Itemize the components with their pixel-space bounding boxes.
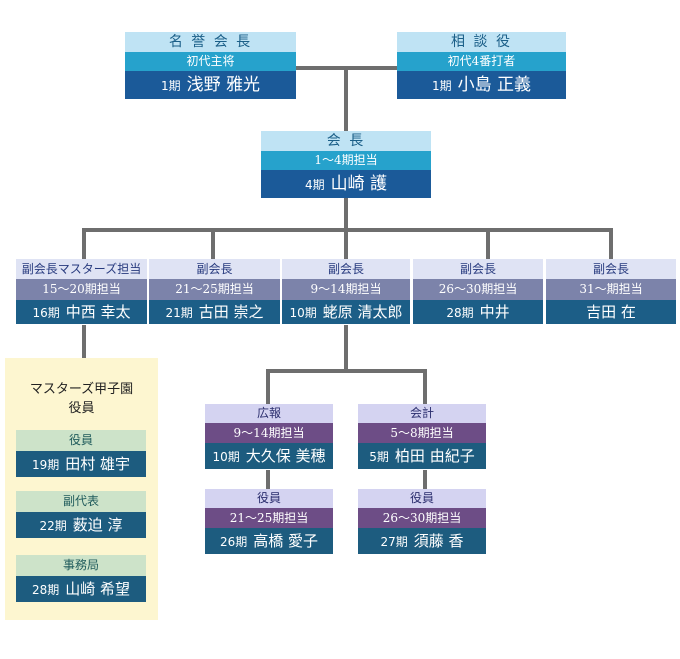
masters-member-name-row: 22期薮迫 淳 <box>16 512 146 538</box>
masters-member-term: 22期 <box>39 519 67 533</box>
staff-box-officer: 役員 26～30期担当 27期須藤 香 <box>358 489 486 554</box>
counselor-name: 小島 正義 <box>457 75 532 95</box>
masters-member-name: 薮迫 淳 <box>72 516 123 534</box>
masters-member-role: 副代表 <box>16 491 146 512</box>
staff-term: 26期 <box>219 535 248 549</box>
vice-president-box: 副会長 9～14期担当 10期蛯原 清太郎 <box>282 259 410 324</box>
staff-role: 広報 <box>205 404 333 423</box>
vice-president-box: 副会長 31～期担当 吉田 在 <box>546 259 676 324</box>
vice-president-name: 古田 崇之 <box>198 303 264 321</box>
vice-president-term-range: 15～20期担当 <box>16 279 147 300</box>
vice-president-box: 副会長マスターズ担当 15～20期担当 16期中西 幸太 <box>16 259 147 324</box>
staff-term-range: 5～8期担当 <box>358 423 486 443</box>
vice-president-term-range: 31～期担当 <box>546 279 676 300</box>
vice-president-term-range: 26～30期担当 <box>413 279 543 300</box>
masters-koshien-panel: マスターズ甲子園 役員 役員 19期田村 雄宇 副代表 22期薮迫 淳 事務局 … <box>5 358 158 620</box>
counselor-name-row: 1期小島 正義 <box>397 71 566 99</box>
masters-koshien-title: マスターズ甲子園 役員 <box>29 382 134 416</box>
vice-president-term: 21期 <box>165 306 193 320</box>
masters-member-box: 役員 19期田村 雄宇 <box>16 430 146 477</box>
masters-member-name: 山崎 希望 <box>65 580 131 598</box>
vice-president-box: 副会長 26～30期担当 28期中井 <box>413 259 543 324</box>
staff-term-range: 26～30期担当 <box>358 508 486 528</box>
staff-box-pr: 広報 9～14期担当 10期大久保 美穂 <box>205 404 333 469</box>
staff-box-accounting: 会計 5～8期担当 5期柏田 由紀子 <box>358 404 486 469</box>
vice-president-name-row: 28期中井 <box>413 300 543 324</box>
vice-president-term: 10期 <box>289 306 317 320</box>
masters-member-role: 事務局 <box>16 555 146 576</box>
honorary-president-name: 浅野 雅光 <box>186 75 261 95</box>
honorary-president-title: 名 誉 会 長 <box>125 32 296 52</box>
vice-president-box: 副会長 21～25期担当 21期古田 崇之 <box>149 259 280 324</box>
staff-role: 役員 <box>358 489 486 508</box>
staff-term: 10期 <box>212 450 240 464</box>
masters-member-name-row: 19期田村 雄宇 <box>16 451 146 477</box>
vice-president-title: 副会長マスターズ担当 <box>16 259 147 279</box>
president-term-range: 1～4期担当 <box>261 151 431 170</box>
counselor-term: 1期 <box>431 79 452 93</box>
vice-president-term: 28期 <box>446 306 474 320</box>
president-box: 会 長 1～4期担当 4期山崎 護 <box>261 131 431 198</box>
masters-member-name-row: 28期山崎 希望 <box>16 576 146 602</box>
staff-name-row: 27期須藤 香 <box>358 528 486 554</box>
vice-president-name: 吉田 在 <box>586 303 636 321</box>
vice-president-term-range: 9～14期担当 <box>282 279 410 300</box>
staff-name: 柏田 由紀子 <box>394 447 475 465</box>
honorary-president-box: 名 誉 会 長 初代主将 1期浅野 雅光 <box>125 32 296 99</box>
masters-member-role: 役員 <box>16 430 146 451</box>
staff-box-officer: 役員 21～25期担当 26期高橋 愛子 <box>205 489 333 554</box>
vice-president-term-range: 21～25期担当 <box>149 279 280 300</box>
vice-president-title: 副会長 <box>413 259 543 279</box>
vice-president-term: 16期 <box>32 306 60 320</box>
vice-president-title: 副会長 <box>282 259 410 279</box>
staff-term-range: 21～25期担当 <box>205 508 333 528</box>
staff-name-row: 5期柏田 由紀子 <box>358 443 486 469</box>
vice-president-name: 中西 幸太 <box>65 303 131 321</box>
staff-name-row: 26期高橋 愛子 <box>205 528 333 554</box>
staff-name: 須藤 香 <box>413 532 464 550</box>
president-name: 山崎 護 <box>330 174 388 194</box>
staff-term: 27期 <box>380 535 408 549</box>
staff-name: 大久保 美穂 <box>245 447 326 465</box>
vice-president-name: 中井 <box>479 303 510 321</box>
president-name-row: 4期山崎 護 <box>261 170 431 198</box>
masters-member-term: 28期 <box>31 583 60 597</box>
vice-president-name-row: 10期蛯原 清太郎 <box>282 300 410 324</box>
vice-president-name: 蛯原 清太郎 <box>322 303 403 321</box>
staff-role: 会計 <box>358 404 486 423</box>
counselor-box: 相 談 役 初代4番打者 1期小島 正義 <box>397 32 566 99</box>
honorary-president-role: 初代主将 <box>125 52 296 71</box>
vice-president-name-row: 16期中西 幸太 <box>16 300 147 324</box>
staff-name-row: 10期大久保 美穂 <box>205 443 333 469</box>
masters-member-box: 副代表 22期薮迫 淳 <box>16 491 146 538</box>
president-title: 会 長 <box>261 131 431 151</box>
staff-term-range: 9～14期担当 <box>205 423 333 443</box>
vice-president-name-row: 吉田 在 <box>546 300 676 324</box>
masters-member-box: 事務局 28期山崎 希望 <box>16 555 146 602</box>
vice-president-name-row: 21期古田 崇之 <box>149 300 280 324</box>
vice-president-title: 副会長 <box>149 259 280 279</box>
staff-name: 高橋 愛子 <box>253 532 319 550</box>
staff-term: 5期 <box>369 450 389 464</box>
honorary-president-term: 1期 <box>160 79 181 93</box>
masters-member-term: 19期 <box>31 458 60 472</box>
counselor-role: 初代4番打者 <box>397 52 566 71</box>
counselor-title: 相 談 役 <box>397 32 566 52</box>
president-term: 4期 <box>304 178 325 192</box>
masters-member-name: 田村 雄宇 <box>65 455 131 473</box>
honorary-president-name-row: 1期浅野 雅光 <box>125 71 296 99</box>
vice-president-title: 副会長 <box>546 259 676 279</box>
staff-role: 役員 <box>205 489 333 508</box>
